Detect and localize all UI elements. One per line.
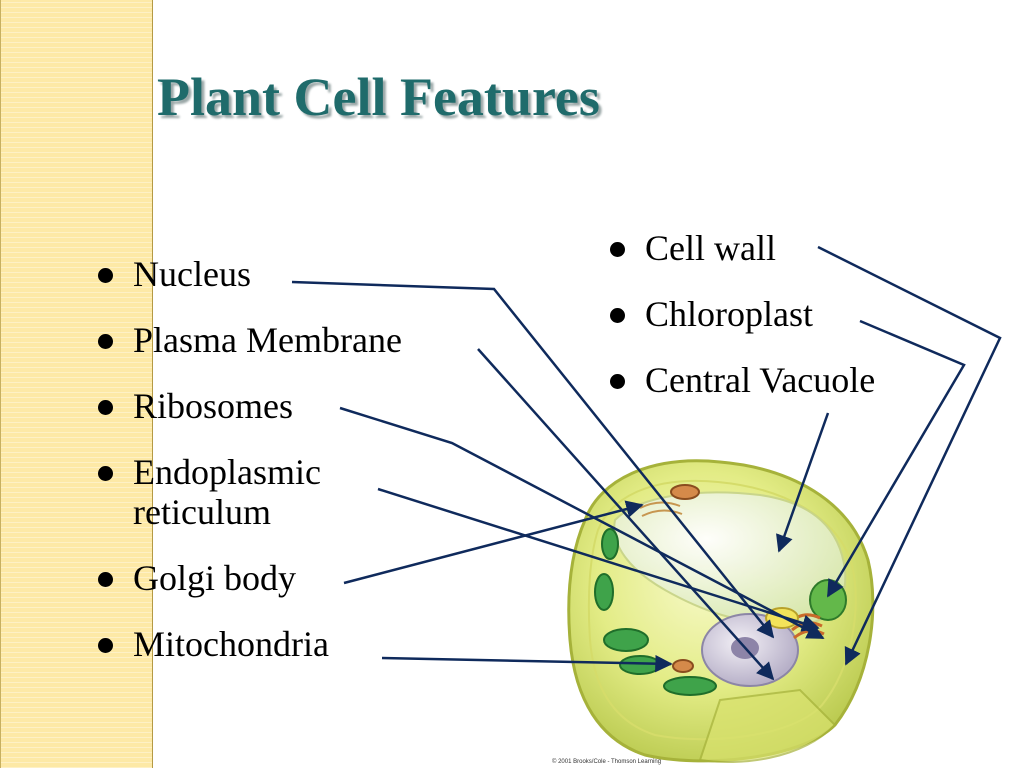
leader-line-mitochondria <box>381 654 673 673</box>
label-plasma-membrane: Plasma Membrane <box>96 320 402 360</box>
leader-line-nucleus <box>291 280 775 639</box>
cell-cut-face <box>698 688 837 764</box>
leader-lines <box>291 245 1002 681</box>
leader-line-chloroplast <box>826 319 966 598</box>
chloroplast-shape <box>603 628 649 652</box>
chloroplast-shape <box>601 528 619 560</box>
chloroplast-shape <box>809 579 847 621</box>
label-cell-wall: Cell wall <box>608 228 875 268</box>
chloroplast-shape <box>594 573 614 611</box>
slide-title: Plant Cell Features <box>157 67 600 127</box>
label-endoplasmic-reticulum: Endoplasmic reticulum <box>96 452 383 532</box>
label-chloroplast: Chloroplast <box>608 294 875 334</box>
label-nucleus: Nucleus <box>96 254 402 294</box>
plasma-membrane-shape <box>587 479 857 741</box>
decorative-side-stripe <box>0 0 153 768</box>
cell-illustration <box>567 459 875 764</box>
mitochondrion-shape <box>672 659 694 673</box>
leader-line-vacuole <box>776 412 830 553</box>
chloroplast-shape <box>619 655 661 675</box>
label-endoplasmic-reticulum-text: Endoplasmic reticulum <box>133 452 321 532</box>
leader-line-cell-wall <box>817 245 1002 666</box>
mitochondrion-shape <box>670 484 700 500</box>
label-ribosomes: Ribosomes <box>96 386 402 426</box>
left-feature-list: Nucleus Plasma Membrane Ribosomes Endopl… <box>96 254 402 690</box>
leader-line-ribosomes <box>339 406 825 640</box>
leader-line-er <box>377 487 820 632</box>
label-central-vacuole: Central Vacuole <box>608 360 875 400</box>
image-credit: © 2001 Brooks/Cole - Thomson Learning <box>552 759 662 765</box>
leader-line-golgi <box>343 500 644 585</box>
right-feature-list: Cell wall Chloroplast Central Vacuole <box>608 228 875 426</box>
label-mitochondria: Mitochondria <box>96 624 402 664</box>
label-golgi-body: Golgi body <box>96 558 402 598</box>
chloroplast-shape <box>663 676 717 696</box>
